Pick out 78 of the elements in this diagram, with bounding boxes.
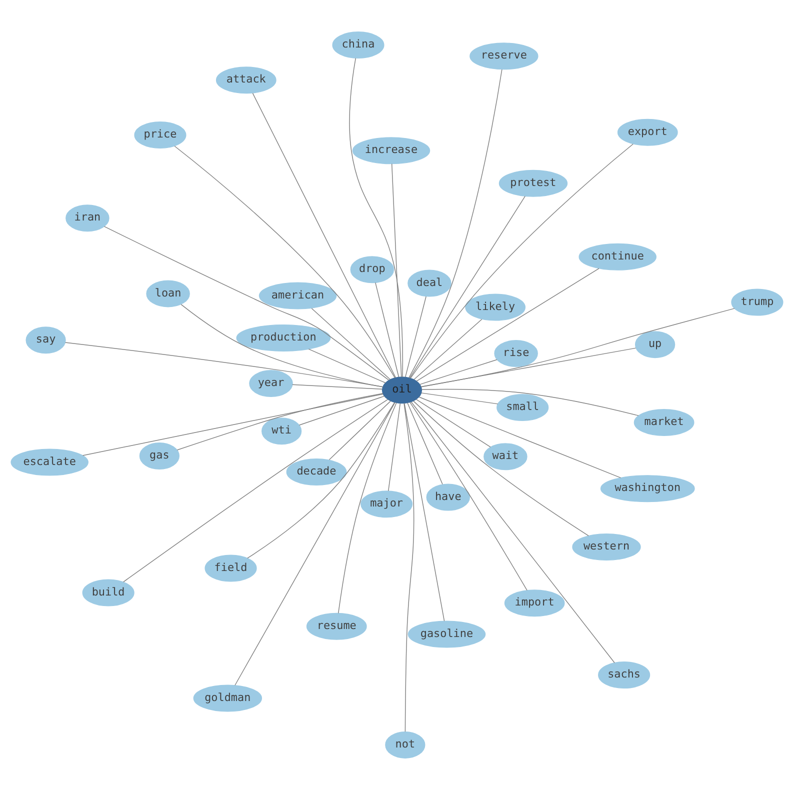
node-ellipse: washington (600, 475, 695, 502)
node-ellipse: price (134, 122, 186, 149)
node-ellipse: major (360, 490, 413, 518)
connector (123, 399, 388, 582)
connector (308, 348, 386, 384)
node-ellipse: gas (139, 442, 180, 470)
connector (388, 403, 401, 492)
connector (407, 402, 443, 485)
node-ellipse: wti (262, 418, 302, 445)
node-ellipse: oil (382, 376, 422, 404)
connector (180, 304, 384, 388)
node-ellipse: deal (408, 270, 452, 297)
connector (391, 163, 402, 378)
connector (416, 399, 491, 448)
connector (298, 396, 385, 426)
connector (413, 400, 589, 536)
connector (292, 384, 382, 390)
node-ellipse: export (617, 118, 678, 146)
node-ellipse: import (504, 590, 565, 617)
connector (419, 359, 498, 385)
node-ellipse: say (26, 326, 66, 354)
node-ellipse: reserve (470, 42, 538, 70)
connector (252, 92, 396, 378)
connector (349, 58, 404, 378)
node-ellipse: rise (494, 340, 538, 367)
node-ellipse: continue (578, 243, 656, 270)
node-ellipse: iran (66, 204, 110, 232)
node-ellipse: trump (731, 288, 784, 316)
node-ellipse: goldman (193, 684, 262, 712)
node-ellipse: market (634, 409, 694, 436)
connector (176, 393, 384, 450)
node-ellipse: drop (350, 256, 394, 284)
connector (405, 296, 426, 378)
node-ellipse: up (635, 331, 676, 358)
node-ellipse: not (385, 731, 426, 758)
node-ellipse: decade (286, 458, 347, 486)
connector (414, 318, 482, 380)
node-ellipse: increase (352, 137, 430, 164)
connector (328, 400, 391, 460)
connector (422, 388, 639, 416)
node-ellipse: wait (484, 443, 528, 470)
node-ellipse: western (572, 534, 641, 561)
connector (410, 402, 615, 664)
node-ellipse: attack (216, 66, 276, 94)
connector (420, 308, 735, 388)
node-ellipse: resume (306, 612, 367, 640)
node-ellipse: china (332, 32, 384, 59)
node-ellipse: escalate (10, 448, 88, 476)
connector (410, 144, 634, 378)
connector (247, 402, 395, 559)
node-ellipse: have (426, 484, 470, 511)
node-ellipse: sachs (598, 662, 650, 688)
node-ellipse: loan (146, 280, 190, 308)
node-ellipse: year (249, 370, 293, 398)
connector (404, 403, 414, 732)
connector (404, 402, 445, 622)
node-ellipse: likely (465, 294, 526, 321)
node-ellipse: production (236, 324, 331, 352)
node-ellipse: american (258, 282, 337, 310)
connector (418, 396, 622, 478)
connector (409, 196, 526, 378)
connector (338, 402, 397, 614)
connector (104, 226, 390, 381)
connector (421, 392, 498, 404)
node-ellipse: build (82, 579, 134, 606)
connector (410, 402, 528, 591)
node-ellipse: field (204, 554, 257, 582)
connector (82, 394, 384, 456)
connector (375, 282, 400, 378)
connector (234, 402, 396, 686)
node-ellipse: small (496, 394, 549, 421)
connector (311, 308, 391, 380)
node-ellipse: gasoline (408, 620, 486, 648)
connector (174, 146, 396, 378)
connector (416, 268, 600, 382)
connector (420, 348, 636, 388)
node-ellipse: protest (498, 170, 568, 197)
connector (65, 342, 384, 388)
